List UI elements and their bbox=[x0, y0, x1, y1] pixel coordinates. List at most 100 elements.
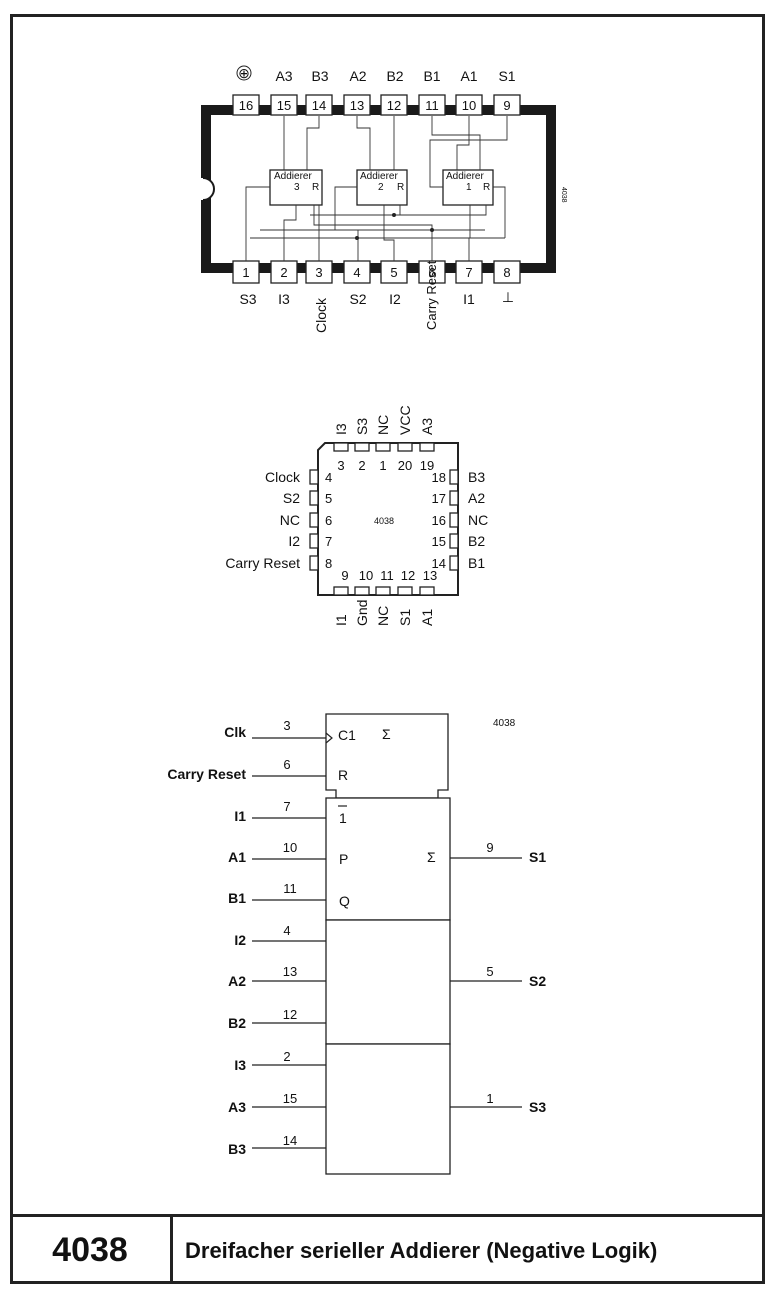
plcc-pin-label: Carry Reset bbox=[225, 555, 300, 571]
dip-pin-label: Carry Reset bbox=[424, 260, 439, 330]
plcc-pin-label: NC bbox=[468, 512, 488, 528]
dip-pin-number: 3 bbox=[315, 265, 322, 280]
adder-reset: R bbox=[483, 182, 490, 193]
plcc-pin-label: A3 bbox=[419, 418, 435, 435]
dip-pin-number: 7 bbox=[465, 265, 472, 280]
plcc-pin-number: 6 bbox=[325, 513, 332, 528]
pin-number: 7 bbox=[283, 799, 290, 814]
inner-label: Q bbox=[339, 893, 350, 909]
plcc-pin-number: 18 bbox=[432, 470, 446, 485]
pin-number: 9 bbox=[486, 840, 493, 855]
pin-number: 11 bbox=[283, 881, 297, 896]
a3-input-label: A3 bbox=[228, 1099, 246, 1115]
dip-side-text: 4038 bbox=[560, 187, 567, 203]
dip-pin-label: B1 bbox=[423, 68, 440, 84]
adder-reset: R bbox=[397, 182, 404, 193]
pin-number: 13 bbox=[283, 964, 297, 979]
dip-top-pin: 11 bbox=[418, 94, 446, 116]
carry-reset-input-label: Carry Reset bbox=[167, 766, 246, 782]
plcc-pin-label: NC bbox=[375, 415, 391, 435]
dip-pin-label: I1 bbox=[463, 291, 475, 307]
plcc-pin-label: I2 bbox=[288, 533, 300, 549]
dip-top-pin: 9 bbox=[493, 94, 521, 116]
dip-internal-wiring bbox=[245, 116, 508, 261]
dip-pin-label: I2 bbox=[389, 291, 401, 307]
plcc-pin-number: 12 bbox=[401, 568, 415, 583]
plcc-pin-number: 9 bbox=[341, 568, 348, 583]
dip-top-pin: 16 bbox=[232, 94, 260, 116]
plcc-pin-number: 5 bbox=[325, 491, 332, 506]
adder-block-1: Addierer 1 R bbox=[442, 169, 494, 206]
dip-pin-label: S3 bbox=[239, 291, 256, 307]
dip-bottom-pin: 2 bbox=[270, 260, 298, 284]
plcc-pin-label: B2 bbox=[468, 533, 485, 549]
plcc-pin-label: B3 bbox=[468, 469, 485, 485]
plcc-pin-label: A1 bbox=[419, 609, 435, 626]
adder-block-2: Addierer 2 R bbox=[356, 169, 408, 206]
plcc-pin-label: VCC bbox=[397, 405, 413, 435]
ground-symbol: ⊥ bbox=[502, 289, 514, 305]
datasheet-frame bbox=[10, 14, 765, 1284]
footer-bar: 4038 Dreifacher serieller Addierer (Nega… bbox=[10, 1214, 765, 1284]
dip-pin-number: 1 bbox=[242, 265, 249, 280]
plcc-pin-number: 7 bbox=[325, 534, 332, 549]
b3-input-label: B3 bbox=[228, 1141, 246, 1157]
dip-pin-number: 6 bbox=[428, 265, 435, 280]
plcc-pin-number: 15 bbox=[432, 534, 446, 549]
dip-pin-label: B3 bbox=[311, 68, 328, 84]
dip-top-pin: 14 bbox=[305, 94, 333, 116]
a2-input-label: A2 bbox=[228, 973, 246, 989]
dip-pin-number: 2 bbox=[280, 265, 287, 280]
dip-pin-number: 5 bbox=[390, 265, 397, 280]
plcc-pin-label: I3 bbox=[333, 423, 349, 435]
dip-pin-label: A2 bbox=[349, 68, 366, 84]
plcc-pin-number: 10 bbox=[359, 568, 373, 583]
dip-pin-number: 10 bbox=[462, 98, 476, 113]
b1-input-label: B1 bbox=[228, 890, 246, 906]
pin-number: 3 bbox=[283, 718, 290, 733]
adder-label: Addierer bbox=[360, 171, 398, 182]
dip-bottom-pin: 5 bbox=[380, 260, 408, 284]
dip-pin-label: A1 bbox=[460, 68, 477, 84]
plcc-pin-label: S2 bbox=[283, 490, 300, 506]
plcc-pin-label: Clock bbox=[265, 469, 301, 485]
dip-pin-label: A3 bbox=[275, 68, 292, 84]
plcc-pin-number: 4 bbox=[325, 470, 332, 485]
dip-bottom-pin: 8 bbox=[493, 260, 521, 284]
a1-input-label: A1 bbox=[228, 849, 246, 865]
s3-output-label: S3 bbox=[529, 1099, 546, 1115]
s1-output-label: S1 bbox=[529, 849, 546, 865]
plcc-pin-label: I1 bbox=[333, 614, 349, 626]
plcc-pin-label: B1 bbox=[468, 555, 485, 571]
dip-top-pin: 15 bbox=[270, 94, 298, 116]
pin-number: 15 bbox=[283, 1091, 297, 1106]
dip-pin-number: 4 bbox=[353, 265, 360, 280]
b2-input-label: B2 bbox=[228, 1015, 246, 1031]
dip-pin-number: 12 bbox=[387, 98, 401, 113]
i2-input-label: I2 bbox=[234, 932, 246, 948]
dip-pin-number: 14 bbox=[312, 98, 326, 113]
dip-bottom-pin: 7 bbox=[455, 260, 483, 284]
plcc-pin-label: NC bbox=[375, 606, 391, 626]
dip-pin-label: Clock bbox=[313, 297, 329, 333]
plcc-center-text: 4038 bbox=[374, 516, 394, 526]
logic-symbol: 4038 Clk 3 C1 Σ Carry Reset 6 R I1 7 1 A… bbox=[167, 713, 546, 1175]
adder-label: Addierer bbox=[274, 171, 312, 182]
inner-label: P bbox=[339, 851, 348, 867]
reset-label: R bbox=[338, 767, 348, 783]
pin-number: 10 bbox=[283, 840, 297, 855]
dip-pin-label: I3 bbox=[278, 291, 290, 307]
s2-output-label: S2 bbox=[529, 973, 546, 989]
clk-input-label: Clk bbox=[224, 724, 246, 740]
plcc-pin-number: 2 bbox=[358, 458, 365, 473]
dip-bottom-pin: 1 bbox=[232, 260, 260, 284]
plcc-pin-number: 14 bbox=[432, 556, 446, 571]
adder-reset: R bbox=[312, 182, 319, 193]
dip-pin-label: S2 bbox=[349, 291, 366, 307]
plcc-pin-number: 8 bbox=[325, 556, 332, 571]
pin-number: 14 bbox=[283, 1133, 297, 1148]
pin-number: 4 bbox=[283, 923, 290, 938]
plcc-pin-number: 20 bbox=[398, 458, 412, 473]
dip-package: 16 15 14 13 12 11 10 9 ⊕ A3 B3 A2 B2 B1 … bbox=[199, 65, 567, 333]
plcc-pin-label: S3 bbox=[354, 418, 370, 435]
